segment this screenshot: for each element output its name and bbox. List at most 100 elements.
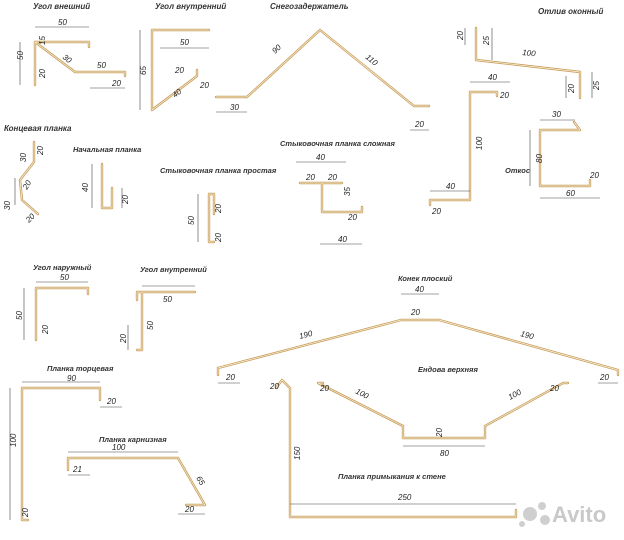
dim-label: 35 xyxy=(343,187,352,196)
title-snegozaderzhatel: Снегозадержатель xyxy=(270,2,349,11)
title-nachalnaya-planka: Начальная планка xyxy=(73,145,141,154)
dim-label: 100 xyxy=(9,433,18,447)
dim-label: 20 xyxy=(589,171,599,180)
title-ugol-naruzhnyy: Угол наружный xyxy=(33,263,92,272)
dim-label: 50 xyxy=(163,295,172,304)
dim-label: 100 xyxy=(112,443,126,452)
watermark: Avito xyxy=(519,502,606,527)
dim-label: 190 xyxy=(298,329,314,341)
profile-line xyxy=(100,162,114,210)
dim-label: 110 xyxy=(364,53,380,68)
dim-label: 20 xyxy=(21,508,30,518)
dim-label: 20 xyxy=(599,373,609,382)
profile-planka-tortsevaya: Планка торцевая 90 20 100 20 xyxy=(9,364,122,522)
dim-label: 25 xyxy=(482,36,491,46)
title-stykovochnaya-slozhnaya: Стыковочная планка сложная xyxy=(280,139,396,148)
title-ugol-vnutrenniy: Угол внутренний xyxy=(155,2,226,11)
dim-label: 20 xyxy=(121,195,130,205)
profile-line xyxy=(474,26,582,100)
dim-label: 90 xyxy=(270,42,283,55)
dim-label: 20 xyxy=(549,384,559,393)
dim-label: 20 xyxy=(23,211,37,225)
dim-label: 40 xyxy=(338,235,347,244)
title-stykovochnaya-prostaya: Стыковочная планка простая xyxy=(160,166,277,175)
dim-label: 90 xyxy=(67,374,76,383)
dim-label: 30 xyxy=(19,153,28,162)
title-ugol-vnutrenniy-2: Угол внутренний xyxy=(140,265,207,274)
profile-ugol-vnutrenniy-2: Угол внутренний 50 50 20 xyxy=(119,265,207,352)
dim-label: 20 xyxy=(305,173,315,182)
dim-label: 40 xyxy=(81,183,90,192)
profile-z: 40 20 100 40 20 xyxy=(428,73,510,216)
dim-label: 20 xyxy=(106,397,116,406)
dim-label: 20 xyxy=(414,120,424,129)
profile-snegozaderzhatel: Снегозадержатель 90 110 30 20 xyxy=(214,2,431,131)
dim-label: 20 xyxy=(347,213,357,222)
dim-label: 190 xyxy=(519,329,535,341)
profile-line xyxy=(66,456,207,507)
title-otliv-okonnyy: Отлив оконный xyxy=(538,7,603,16)
profile-line xyxy=(20,386,102,522)
dim-label: 30 xyxy=(230,103,239,112)
profile-nachalnaya-planka: Начальная планка 40 20 xyxy=(73,145,141,210)
dim-label: 40 xyxy=(415,285,424,294)
title-planka-tortsevaya: Планка торцевая xyxy=(47,364,114,373)
dim-label: 15 xyxy=(38,36,47,45)
dim-label: 50 xyxy=(180,38,189,47)
profile-stykovochnaya-prostaya: Стыковочная планка простая 50 20 20 xyxy=(160,166,277,244)
profile-stykovochnaya-slozhnaya: Стыковочная планка сложная 40 20 20 35 2… xyxy=(280,139,396,245)
dim-label: 50 xyxy=(60,273,69,282)
dim-label: 100 xyxy=(354,387,370,401)
dim-label: 20 xyxy=(199,81,209,90)
dim-label: 40 xyxy=(316,153,325,162)
dim-label: 50 xyxy=(146,321,155,330)
dim-label: 80 xyxy=(535,154,544,163)
profile-otkos: Откос 30 80 20 60 xyxy=(505,110,600,199)
dim-label: 20 xyxy=(214,233,223,243)
dim-label: 20 xyxy=(36,146,45,156)
profile-ugol-vneshniy: Угол внешний 50 50 15 30 20 50 20 xyxy=(16,2,127,89)
profile-endova-verkhnyaya: Ендова верхняя 100 100 20 80 20 20 xyxy=(316,365,570,458)
dim-label: 100 xyxy=(507,387,523,401)
title-konek-ploskiy: Конек плоский xyxy=(398,274,453,283)
title-planka-karniznaya: Планка карнизная xyxy=(99,435,167,444)
profile-line xyxy=(298,181,364,214)
dim-label: 20 xyxy=(214,204,223,214)
dim-label: 20 xyxy=(269,382,279,391)
avito-logo-icon xyxy=(523,507,537,521)
dim-label: 50 xyxy=(97,61,106,70)
profile-konek-ploskiy: Конек плоский 40 20 190 190 20 20 xyxy=(216,274,620,384)
profile-otliv-okonnyy: Отлив оконный 20 25 100 20 25 xyxy=(456,7,603,100)
profile-line xyxy=(214,28,431,108)
dim-label: 50 xyxy=(58,18,67,27)
title-kontsevaya-planka: Концевая планка xyxy=(4,124,72,133)
dim-label: 65 xyxy=(139,66,148,75)
title-endova-verkhnyaya: Ендова верхняя xyxy=(418,365,478,374)
dim-label: 20 xyxy=(319,384,329,393)
dim-label: 100 xyxy=(475,136,484,150)
profile-ugol-naruzhnyy: Угол наружный 50 50 20 xyxy=(15,263,92,342)
dim-label: 20 xyxy=(38,69,47,79)
dim-label: 20 xyxy=(567,84,576,94)
watermark-text: Avito xyxy=(552,502,606,527)
profile-line xyxy=(538,120,592,188)
dim-label: 21 xyxy=(72,465,82,474)
dim-label: 20 xyxy=(20,178,33,192)
title-planka-primykaniya: Планка примыкания к стене xyxy=(338,472,446,481)
dim-label: 30 xyxy=(3,201,12,210)
dim-label: 20 xyxy=(41,325,50,335)
dim-label: 20 xyxy=(119,334,128,344)
dim-label: 20 xyxy=(435,428,444,438)
dim-label: 20 xyxy=(327,173,337,182)
dim-label: 20 xyxy=(174,66,184,75)
dim-label: 20 xyxy=(499,91,509,100)
dim-label: 60 xyxy=(566,189,575,198)
dim-label: 250 xyxy=(397,493,412,502)
dim-label: 20 xyxy=(225,373,235,382)
profile-planka-karniznaya: Планка карнизная 100 21 65 20 xyxy=(66,435,207,515)
dim-label: 30 xyxy=(552,110,561,119)
dim-label: 20 xyxy=(431,207,441,216)
title-ugol-vneshniy: Угол внешний xyxy=(33,2,90,11)
dim-label: 50 xyxy=(15,311,24,320)
